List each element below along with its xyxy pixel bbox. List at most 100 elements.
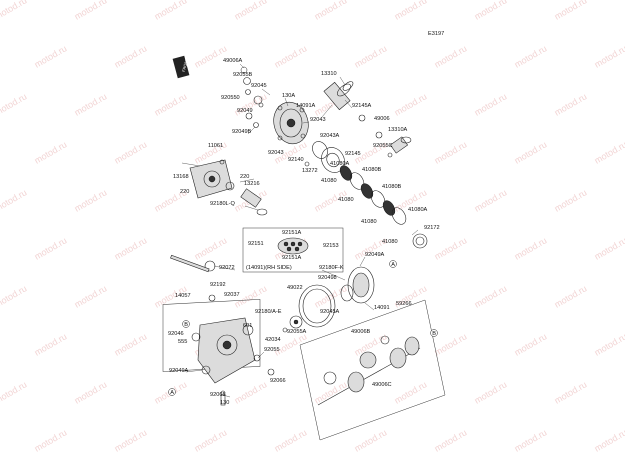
watermark-text: motod.ru — [73, 379, 109, 405]
part-label-92046: 92046 — [168, 331, 184, 337]
watermark-text: motod.ru — [0, 91, 28, 117]
watermark-text: motod.ru — [513, 235, 549, 261]
part-label-92151a: 92151A — [282, 255, 302, 261]
watermark-text: motod.ru — [273, 43, 309, 69]
part-label-49006: 49006 — [374, 116, 390, 122]
watermark-text: motod.ru — [393, 91, 429, 117]
watermark-text: motod.ru — [113, 43, 149, 69]
part-label-92055c: 92055C — [373, 143, 393, 149]
watermark-text: motod.ru — [513, 427, 549, 453]
part-label-41080: 41080 — [382, 239, 398, 245]
ref-marker-b-2: B — [182, 320, 190, 328]
part-label-92043: 92043 — [268, 150, 284, 156]
part-label-92055: 92055 — [264, 347, 280, 353]
svg-text:A: A — [391, 262, 395, 268]
part-label-130a: 130A — [282, 93, 295, 99]
part-label-92055b: 92055B — [233, 72, 253, 78]
watermark-text: motod.ru — [433, 331, 469, 357]
left-cover-11061 — [181, 159, 268, 216]
part-label-92043a: 92043A — [320, 133, 340, 139]
watermark-text: motod.ru — [73, 283, 109, 309]
callout-caption: (14091)(RH SIDE) — [246, 265, 292, 271]
watermark-text: motod.ru — [273, 427, 309, 453]
part-label-601: 601 — [243, 323, 252, 329]
watermark-text: motod.ru — [393, 0, 429, 22]
part-label-92055a: 92055A — [287, 329, 307, 335]
part-label-41080: 41080 — [338, 197, 354, 203]
part-label-92049: 92049 — [237, 108, 253, 114]
watermark-text: motod.ru — [593, 139, 625, 165]
ref-marker-a-2: A — [168, 388, 176, 396]
drive-shaft-59266 — [299, 299, 446, 441]
part-label-92172: 92172 — [424, 225, 440, 231]
watermark-text: motod.ru — [153, 0, 189, 22]
part-label-92066: 92066 — [270, 378, 286, 384]
watermark-text: motod.ru — [33, 331, 69, 357]
watermark-text: motod.ru — [593, 43, 625, 69]
part-label-41080: 41080 — [361, 219, 377, 225]
part-label-14091: 14091 — [374, 305, 390, 311]
watermark-text: motod.ru — [233, 0, 269, 22]
watermark-text: motod.ru — [553, 283, 589, 309]
svg-text:A: A — [170, 390, 174, 396]
part-label-14057: 14057 — [175, 293, 191, 299]
watermark-text: motod.ru — [353, 427, 389, 453]
watermark-text: motod.ru — [553, 91, 589, 117]
part-label-92043: 92043 — [310, 117, 326, 123]
svg-text:B: B — [184, 322, 188, 328]
part-label-13216: 13216 — [244, 181, 260, 187]
part-label-59266: 59266 — [396, 301, 412, 307]
watermark-text: motod.ru — [113, 331, 149, 357]
part-label-49006c: 49006C — [372, 382, 392, 388]
part-label-92049a: 92049A — [169, 368, 189, 374]
part-label-14091a: 14091A — [296, 103, 316, 109]
part-label-92180l-q: 92180L-Q — [210, 201, 236, 207]
watermark-text: motod.ru — [433, 139, 469, 165]
watermark-text: motod.ru — [393, 379, 429, 405]
watermark-text: motod.ru — [33, 139, 69, 165]
part-label-92045: 92045 — [251, 83, 267, 89]
watermark-text: motod.ru — [193, 235, 229, 261]
watermark-text: motod.ru — [513, 331, 549, 357]
part-label-13310: 13310 — [321, 71, 337, 77]
watermark-text: motod.ru — [593, 235, 625, 261]
watermark-text: motod.ru — [433, 235, 469, 261]
watermark-text: motod.ru — [113, 235, 149, 261]
pinion-shaft-13310 — [321, 81, 366, 122]
ref-marker-a-1: A — [389, 260, 397, 268]
front-mark-label: FRONT — [181, 57, 190, 72]
watermark-text: motod.ru — [0, 379, 28, 405]
part-label-92145: 92145 — [345, 151, 361, 157]
part-label-920550: 920550 — [221, 95, 240, 101]
part-label-92049b: 92049B — [232, 129, 252, 135]
watermark-text: motod.ru — [473, 0, 509, 22]
watermark-text: motod.ru — [73, 187, 109, 213]
watermark-text: motod.ru — [193, 427, 229, 453]
watermark-text: motod.ru — [193, 43, 229, 69]
part-label-92037: 92037 — [224, 292, 240, 298]
watermark-text: motod.ru — [153, 91, 189, 117]
part-label-220: 220 — [240, 174, 249, 180]
part-label-92180/a-e: 92180/A-E — [255, 309, 282, 315]
watermark-text: motod.ru — [553, 0, 589, 22]
part-label-92151: 92151 — [248, 241, 264, 247]
part-number-labels: 49006A92055B92045130A92055014091A9204992… — [168, 58, 440, 406]
watermark-text: motod.ru — [553, 187, 589, 213]
part-label-130: 130 — [220, 400, 229, 406]
watermark-text: motod.ru — [513, 139, 549, 165]
part-label-41080a: 41080A — [408, 207, 428, 213]
part-label-13168: 13168 — [173, 174, 189, 180]
part-label-11061: 11061 — [208, 143, 223, 149]
part-label-42034: 42034 — [265, 337, 281, 343]
ref-marker-b-1: B — [430, 329, 438, 337]
part-label-13272: 13272 — [302, 168, 318, 174]
watermark-text: motod.ru — [113, 139, 149, 165]
part-label-220: 220 — [180, 189, 189, 195]
watermark-text: motod.ru — [33, 235, 69, 261]
part-label-13310a: 13310A — [388, 127, 408, 133]
watermark-text: motod.ru — [473, 91, 509, 117]
watermark-text: motod.ru — [473, 187, 509, 213]
watermark-text: motod.ru — [473, 379, 509, 405]
watermark-text: motod.ru — [73, 0, 109, 22]
